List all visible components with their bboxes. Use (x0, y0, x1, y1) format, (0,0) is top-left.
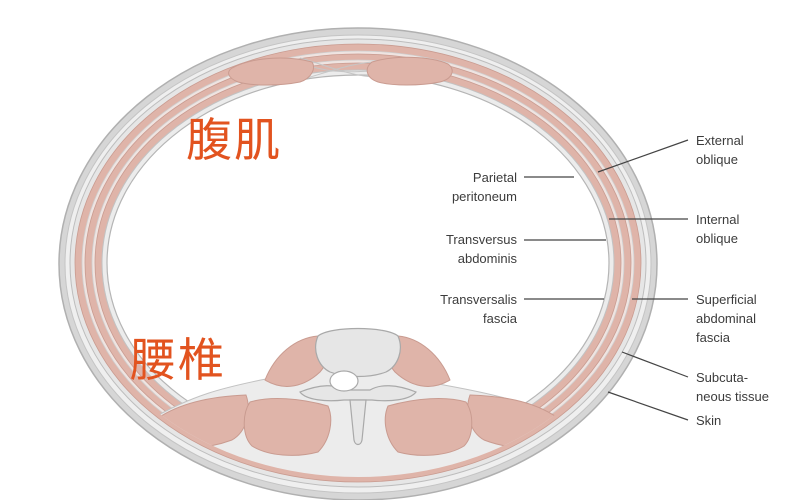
label-line: fascia (696, 330, 730, 345)
erector-spinae-left (243, 398, 332, 456)
overlay-label-abdominal-muscles: 腹肌 (186, 113, 282, 167)
label-line: Skin (696, 413, 722, 428)
vertebral-body (315, 327, 401, 378)
erector-spinae-right (384, 398, 473, 456)
label-transversalis-fascia: Transversalis fascia (440, 290, 517, 328)
label-line: Transversus (445, 232, 517, 247)
leader-external-oblique (597, 139, 689, 173)
label-line: oblique (696, 152, 738, 167)
label-line: abdominal (696, 311, 756, 326)
leader-subcutaneous-tissue (621, 351, 689, 378)
label-line: Parietal (472, 170, 517, 185)
rectus-abdominis-left (228, 57, 314, 86)
spinous-process (349, 399, 367, 446)
label-parietal-peritoneum: Parietal peritoneum (452, 168, 517, 206)
label-line: peritoneum (451, 189, 517, 204)
label-superficial-abdominal-fascia: Superficial abdominal fascia (696, 290, 757, 347)
label-line: Subcuta- (696, 370, 749, 385)
label-line: fascia (483, 311, 517, 326)
label-line: External (696, 133, 744, 148)
label-line: Superficial (696, 292, 757, 307)
leader-skin (607, 391, 689, 421)
leader-lines (524, 139, 689, 421)
label-line: Internal (696, 212, 740, 227)
label-subcutaneous-tissue: Subcuta- neous tissue (696, 368, 769, 406)
rectus-abdominis-right (366, 56, 453, 86)
label-internal-oblique: Internal oblique (696, 210, 739, 248)
label-transversus-abdominis: Transversus abdominis (446, 230, 517, 268)
label-external-oblique: External oblique (696, 131, 744, 169)
spinal-canal (329, 370, 359, 392)
overlay-label-lumbar-spine: 腰椎 (130, 333, 226, 387)
label-line: Transversalis (440, 292, 517, 307)
label-skin: Skin (696, 411, 721, 430)
label-line: oblique (696, 231, 738, 246)
label-line: neous tissue (696, 389, 769, 404)
label-line: abdominis (457, 251, 517, 266)
lumbar-vertebra (299, 327, 417, 446)
